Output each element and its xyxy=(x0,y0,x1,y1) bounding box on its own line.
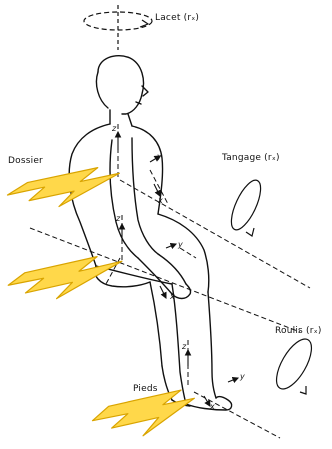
pitch-label: Tangage (rₓ) xyxy=(222,153,280,163)
backrest-label: Dossier xyxy=(8,156,43,166)
feet-label: Pieds xyxy=(133,384,158,394)
axis-y-seat: y xyxy=(178,240,183,249)
axis-x-seat: x xyxy=(170,292,175,301)
axis-y-feet: y xyxy=(240,372,245,381)
seated-person-figure xyxy=(69,56,231,410)
axis-y-back: y xyxy=(157,152,162,161)
vibration-bolt-feet-icon xyxy=(90,388,199,442)
axis-z-back: z xyxy=(112,124,116,133)
roll-rotation-icon xyxy=(270,334,319,394)
vibration-bolt-backrest-icon xyxy=(6,163,124,216)
axis-z-feet: z xyxy=(182,342,186,351)
yaw-label: Lacet (rₓ) xyxy=(155,13,199,23)
axis-z-seat: z xyxy=(116,214,120,223)
roll-label: Roulis (rₓ) xyxy=(275,326,322,336)
vibration-bolt-seat-icon xyxy=(6,253,126,305)
axis-x-back: x xyxy=(158,196,163,205)
yaw-rotation-icon xyxy=(84,5,152,50)
pitch-rotation-icon xyxy=(226,176,267,236)
axis-x-feet: x xyxy=(210,402,215,411)
